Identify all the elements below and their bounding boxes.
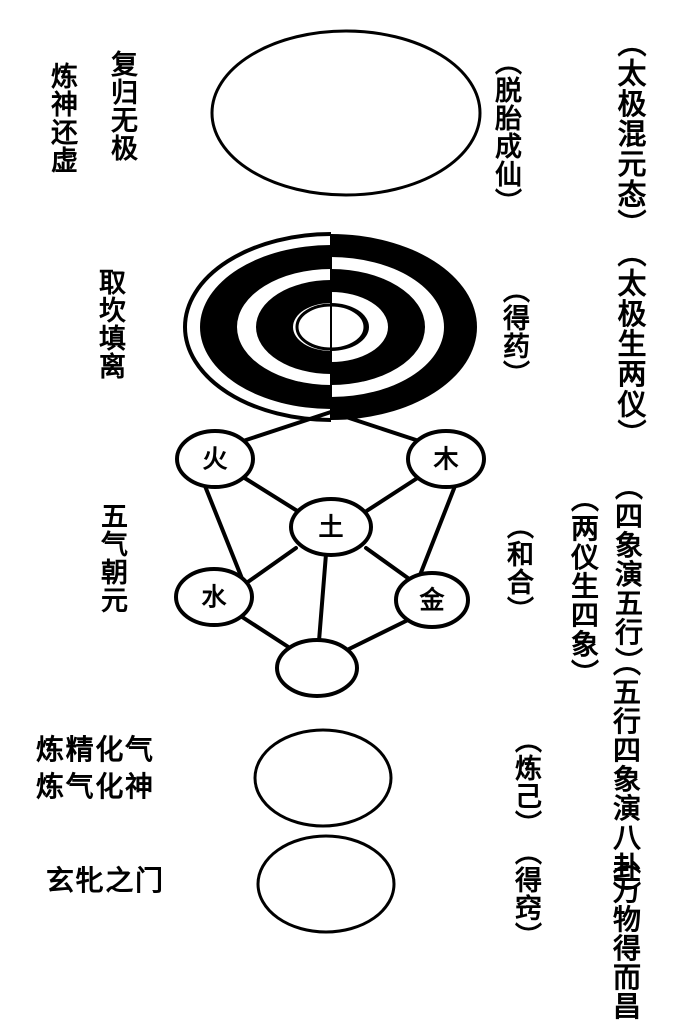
- stage3-left-label: 五气朝元: [97, 502, 127, 615]
- stage3-far-right-label-2: （两仪生四象）: [567, 484, 598, 688]
- edge-apex-fire: [241, 410, 333, 443]
- stage4-left-label-2: 炼气化神: [36, 772, 155, 803]
- node-origin: [275, 638, 359, 698]
- edge-wood-earth: [363, 475, 421, 514]
- stage4-ellipse: [253, 728, 393, 828]
- stage2-left-label: 取坎填离: [95, 268, 125, 381]
- node-label-metal: 金: [418, 586, 445, 615]
- node-label-water: 水: [201, 584, 227, 612]
- stage5-left-label: 玄牝之门: [46, 866, 165, 897]
- edge-fire-water: [203, 484, 245, 583]
- stage4-left-label-1: 炼精化气: [36, 735, 155, 766]
- node-label-fire: 火: [202, 446, 227, 474]
- stage5-ellipse: [256, 834, 396, 934]
- edge-fire-earth: [241, 475, 301, 514]
- stage2-right-label: （得药）: [499, 276, 529, 389]
- stage1-left-label-2: 复归无极: [107, 50, 137, 163]
- concentric-rings-figure: [183, 232, 477, 422]
- stage1-far-right-label: （太极混元态）: [613, 28, 645, 240]
- stage3-right-label: （和合）: [503, 512, 533, 625]
- edge-metal-origin: [345, 617, 412, 652]
- five-element-edges: [203, 410, 457, 652]
- node-label-earth: 土: [318, 514, 343, 542]
- node-earth: [289, 497, 373, 557]
- node-metal: [394, 571, 470, 629]
- edge-water-origin: [234, 611, 295, 652]
- stage4-right-label: （炼己）: [511, 726, 541, 839]
- edge-wood-metal: [418, 484, 457, 577]
- stage2-far-right-label: （太极生两仪）: [613, 238, 645, 450]
- five-element-nodes: 火 木 土 水 金: [174, 429, 486, 698]
- stage1-right-label: （脱胎成仙）: [491, 48, 521, 217]
- node-wood: [406, 429, 486, 489]
- edge-earth-water: [243, 546, 298, 586]
- node-fire: [175, 429, 255, 489]
- stage3-far-right-label: （四象演五行）: [611, 472, 642, 676]
- stage5-far-right-label: （万物得而昌）: [609, 846, 640, 1021]
- node-label-wood: 木: [432, 446, 458, 474]
- stage5-right-label: （得窍）: [511, 838, 541, 951]
- node-water: [174, 567, 254, 627]
- stage3-far-right-label-3: （五行四象演八卦）: [609, 648, 640, 911]
- stage1-ellipse: [210, 29, 482, 197]
- edge-earth-origin: [317, 552, 328, 643]
- edge-apex-wood: [329, 410, 421, 443]
- edge-earth-metal: [364, 546, 414, 583]
- stage1-left-label-1: 炼神还虚: [47, 62, 77, 175]
